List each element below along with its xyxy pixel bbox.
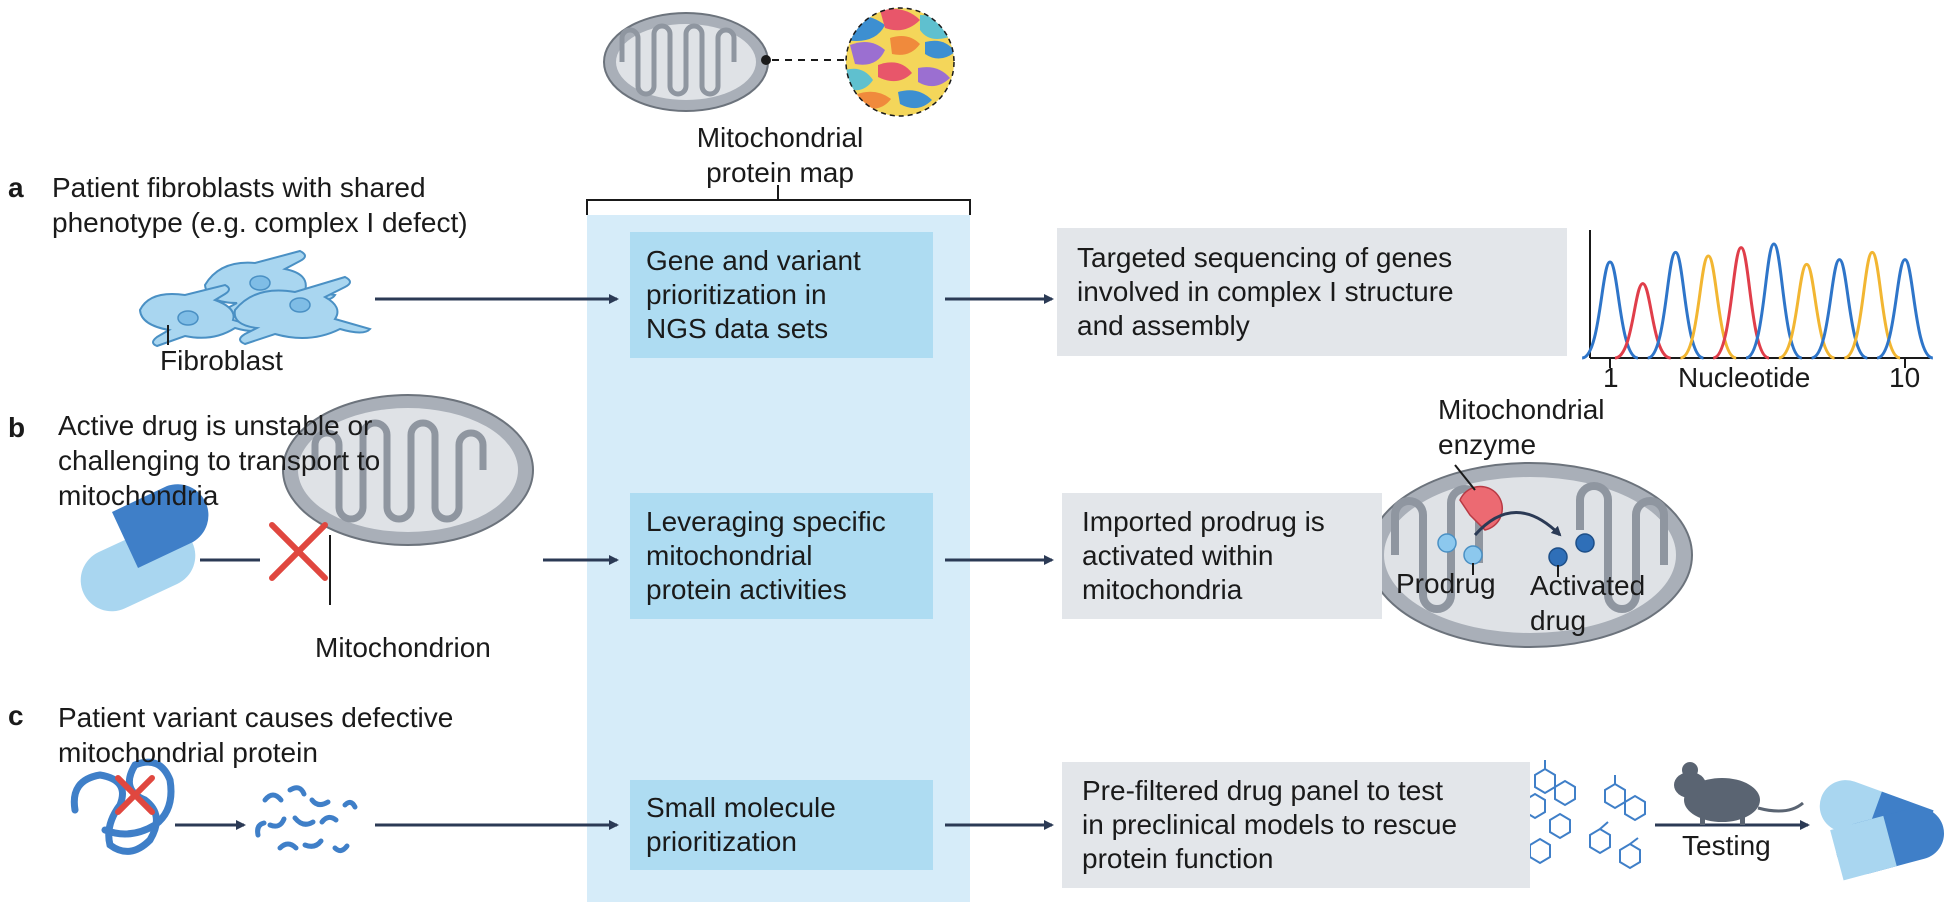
outcome-box-c: Pre-filtered drug panel to test in precl… bbox=[1062, 762, 1530, 888]
fibroblast-label: Fibroblast bbox=[160, 345, 283, 376]
plot-tick-start: 1 bbox=[1603, 362, 1619, 393]
sequencing-peak bbox=[1810, 258, 1868, 360]
sequencing-peak bbox=[1679, 254, 1737, 360]
column-bracket bbox=[586, 199, 971, 215]
panel-a-description: Patient fibroblasts with shared phenotyp… bbox=[52, 172, 468, 238]
prodrug-label: Prodrug bbox=[1396, 568, 1496, 599]
panel-a-letter: a bbox=[8, 172, 24, 203]
method-box-b: Leveraging specific mitochondrial protei… bbox=[630, 493, 933, 619]
sequencing-peaks-plot bbox=[1581, 230, 1934, 368]
protein-fragments-icon bbox=[255, 785, 358, 854]
sequencing-peak bbox=[1843, 250, 1901, 360]
panel-b-letter: b bbox=[8, 412, 26, 443]
mouse-icon bbox=[1674, 762, 1804, 825]
panel-b-description: Active drug is unstable or challenging t… bbox=[58, 410, 381, 511]
protein-map-mitochondrion-icon bbox=[603, 12, 844, 112]
testing-label: Testing bbox=[1682, 830, 1771, 861]
sequencing-peak bbox=[1712, 246, 1770, 360]
mitochondrion-icon bbox=[282, 394, 534, 605]
activated-drug-label: Activated drug bbox=[1530, 570, 1646, 636]
outcome-box-a: Targeted sequencing of genes involved in… bbox=[1057, 228, 1567, 356]
drug-capsule-icon bbox=[80, 484, 209, 612]
drug-capsules-icon bbox=[1819, 780, 1945, 881]
sequencing-peak bbox=[1647, 250, 1705, 360]
outcome-box-b: Imported prodrug is activated within mit… bbox=[1062, 493, 1382, 619]
sequencing-peak bbox=[1778, 262, 1836, 360]
enzyme-label: Mitochondrial enzyme bbox=[1438, 394, 1605, 460]
flow-arrows bbox=[175, 294, 1810, 830]
fibroblast-cells-icon bbox=[138, 249, 372, 348]
prodrug-mitochondrion-icon bbox=[1367, 462, 1693, 648]
plot-tick-end: 10 bbox=[1889, 362, 1921, 393]
sequencing-peak bbox=[1745, 242, 1803, 360]
defective-protein-icon bbox=[70, 758, 175, 855]
method-box-c: Small molecule prioritization bbox=[630, 780, 933, 870]
mitochondrion-label: Mitochondrion bbox=[315, 632, 491, 663]
plot-xlabel: Nucleotide bbox=[1678, 362, 1811, 393]
sequencing-peak bbox=[1581, 260, 1639, 360]
panel-c-description: Patient variant causes defective mitocho… bbox=[58, 702, 454, 768]
protein-map-label: Mitochondrial protein map bbox=[696, 122, 864, 188]
sequencing-peak bbox=[1876, 258, 1934, 360]
protein-map-circle-icon bbox=[845, 7, 955, 117]
drug-molecules-icon bbox=[1524, 760, 1646, 870]
method-box-a: Gene and variant prioritization in NGS d… bbox=[630, 232, 933, 358]
panel-c-letter: c bbox=[8, 700, 24, 731]
blocked-cross-icon bbox=[269, 522, 328, 581]
